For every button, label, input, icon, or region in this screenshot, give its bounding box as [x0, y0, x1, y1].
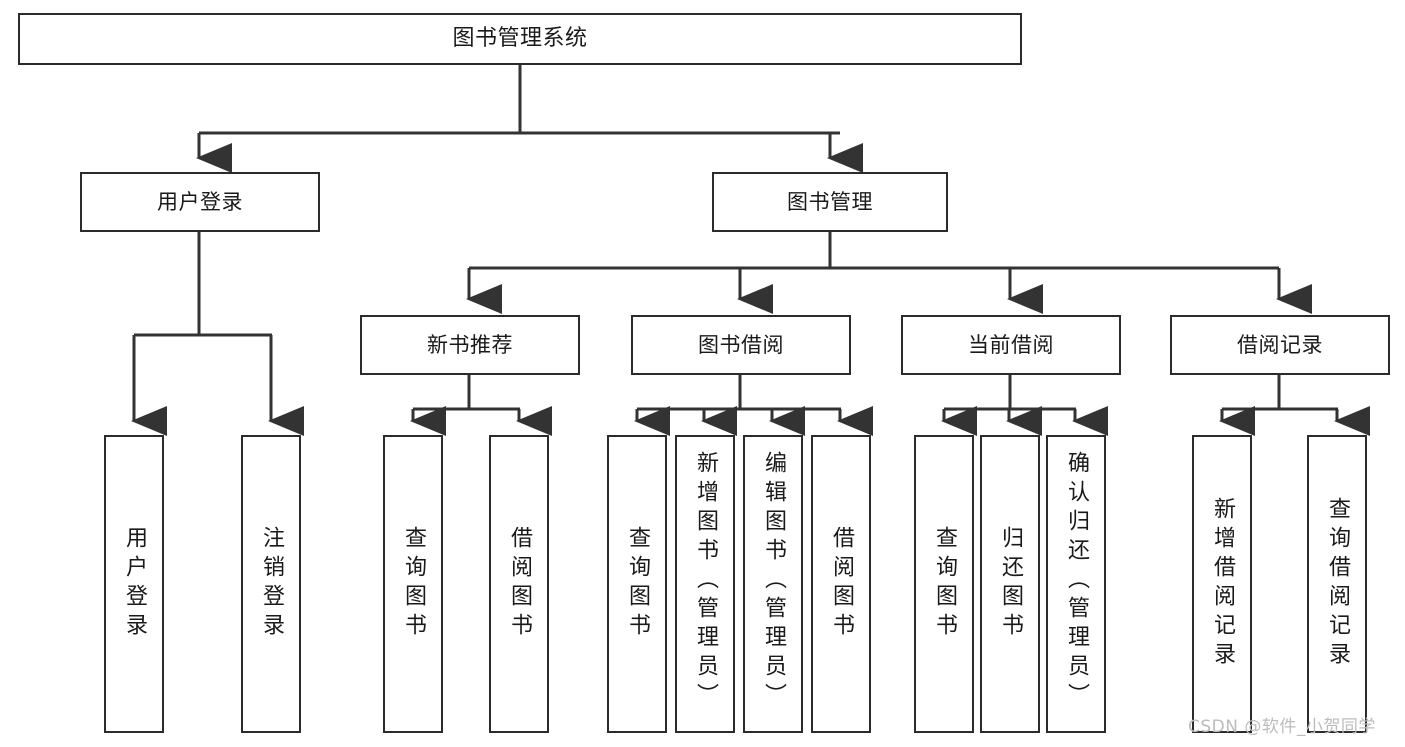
- node-user-login[interactable]: 用户登录: [80, 172, 320, 232]
- node-leaf-edit-book[interactable]: 编辑图书（管理员）: [743, 435, 803, 733]
- node-leaf-borrow-book-1[interactable]: 借阅图书: [489, 435, 549, 733]
- node-leaf-return-book[interactable]: 归还图书: [980, 435, 1040, 733]
- node-leaf-query-book-2[interactable]: 查询图书: [607, 435, 667, 733]
- node-leaf-borrow-book-2-label: 借阅图书: [829, 526, 854, 642]
- node-book-manage[interactable]: 图书管理: [712, 172, 948, 232]
- node-leaf-return-book-label: 归还图书: [998, 526, 1023, 642]
- node-book-manage-label: 图书管理: [787, 189, 873, 214]
- node-leaf-confirm-return-label: 确认归还（管理员）: [1064, 451, 1089, 712]
- node-leaf-query-book-3-label: 查询图书: [932, 526, 957, 642]
- node-leaf-query-book-2-label: 查询图书: [625, 526, 650, 642]
- node-leaf-borrow-book-1-label: 借阅图书: [507, 526, 532, 642]
- node-leaf-add-record-label: 新增借阅记录: [1210, 497, 1235, 671]
- node-root-label: 图书管理系统: [452, 26, 588, 52]
- node-leaf-logout-label: 注销登录: [259, 526, 284, 642]
- node-leaf-query-book-1[interactable]: 查询图书: [383, 435, 443, 733]
- node-leaf-user-login-label: 用户登录: [122, 526, 147, 642]
- node-book-borrow[interactable]: 图书借阅: [631, 315, 851, 375]
- node-leaf-confirm-return[interactable]: 确认归还（管理员）: [1046, 435, 1106, 733]
- node-current-borrow[interactable]: 当前借阅: [901, 315, 1121, 375]
- node-book-borrow-label: 图书借阅: [698, 332, 784, 357]
- node-root[interactable]: 图书管理系统: [18, 13, 1022, 65]
- node-leaf-query-record-label: 查询借阅记录: [1325, 497, 1350, 671]
- node-current-borrow-label: 当前借阅: [968, 332, 1054, 357]
- node-leaf-add-book[interactable]: 新增图书（管理员）: [675, 435, 735, 733]
- node-leaf-query-book-1-label: 查询图书: [401, 526, 426, 642]
- watermark-text: CSDN @软件_小贺同学: [1188, 717, 1376, 737]
- node-leaf-add-record[interactable]: 新增借阅记录: [1192, 435, 1252, 733]
- node-leaf-user-login[interactable]: 用户登录: [104, 435, 164, 733]
- node-new-book-rec-label: 新书推荐: [427, 332, 513, 357]
- node-new-book-rec[interactable]: 新书推荐: [360, 315, 580, 375]
- node-leaf-add-book-label: 新增图书（管理员）: [693, 451, 718, 712]
- node-leaf-query-book-3[interactable]: 查询图书: [914, 435, 974, 733]
- node-borrow-record[interactable]: 借阅记录: [1170, 315, 1390, 375]
- node-leaf-edit-book-label: 编辑图书（管理员）: [761, 451, 786, 712]
- node-borrow-record-label: 借阅记录: [1237, 332, 1323, 357]
- node-user-login-label: 用户登录: [157, 189, 243, 214]
- node-leaf-query-record[interactable]: 查询借阅记录: [1307, 435, 1367, 733]
- node-leaf-borrow-book-2[interactable]: 借阅图书: [811, 435, 871, 733]
- node-leaf-logout[interactable]: 注销登录: [241, 435, 301, 733]
